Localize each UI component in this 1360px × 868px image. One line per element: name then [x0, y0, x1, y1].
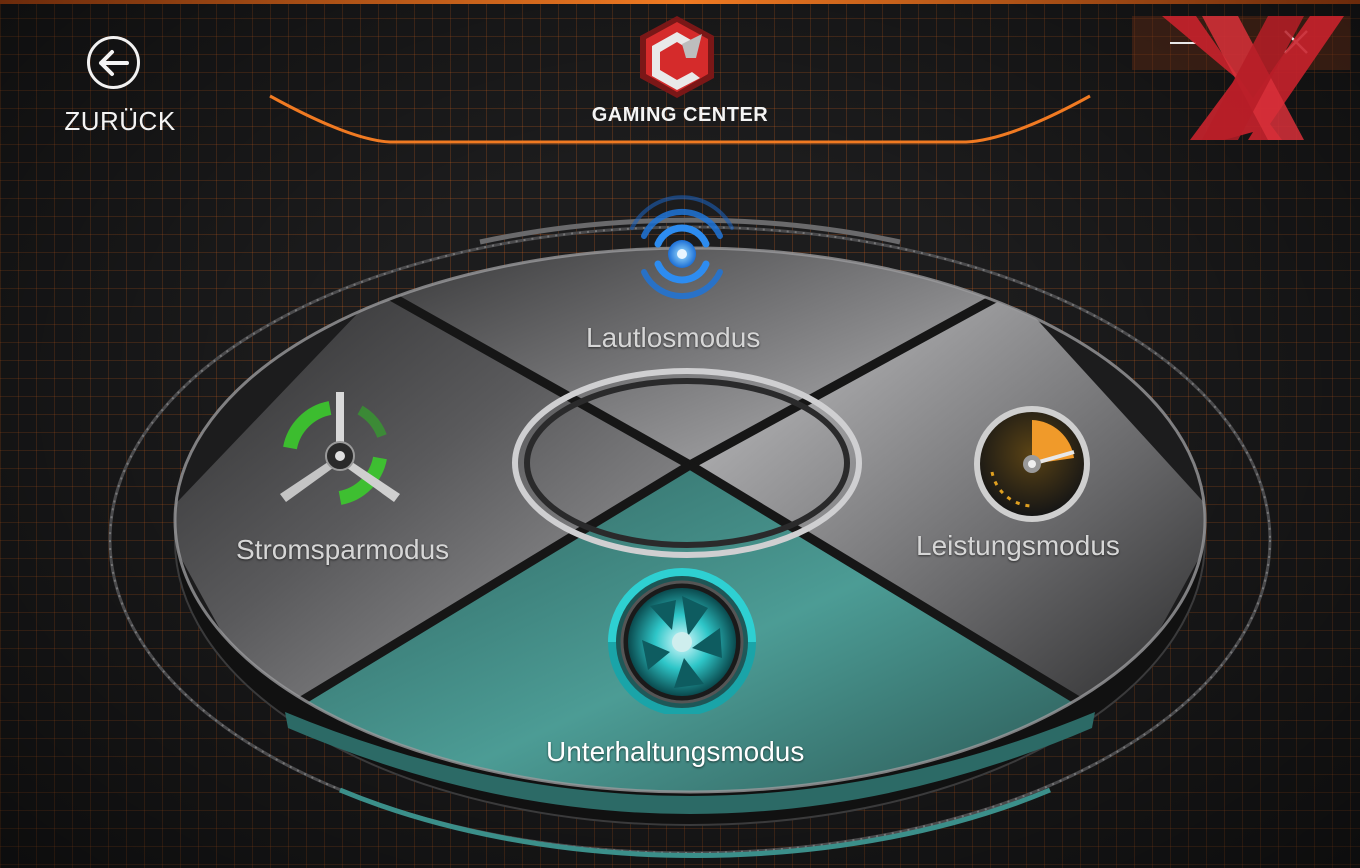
minimize-icon	[1170, 42, 1196, 44]
performance-mode-label: Leistungsmodus	[916, 530, 1120, 561]
header: GAMING CENTER	[260, 0, 1100, 150]
aperture-icon	[608, 568, 756, 714]
fan-icon	[280, 392, 400, 505]
brand-title: GAMING CENTER	[591, 104, 769, 126]
sound-waves-icon	[630, 195, 734, 300]
back-button[interactable]: ZURÜCK	[58, 30, 184, 140]
performance-mode-button[interactable]: Leistungsmodus	[906, 398, 1156, 570]
entertainment-mode-button[interactable]: Unterhaltungsmodus	[530, 566, 840, 778]
header-arc	[269, 94, 1091, 144]
entertainment-mode-label: Unterhaltungsmodus	[546, 736, 805, 767]
silent-mode-label: Lautlosmodus	[586, 322, 761, 353]
back-label: ZURÜCK	[64, 106, 176, 136]
power-saving-mode-label: Stromsparmodus	[236, 534, 450, 565]
minimize-button[interactable]	[1162, 22, 1206, 62]
speedometer-icon	[974, 406, 1090, 522]
power-saving-mode-button[interactable]: Stromsparmodus	[230, 388, 480, 570]
watermark-logo	[1162, 16, 1344, 140]
arrow-left-icon	[87, 36, 140, 89]
silent-mode-button[interactable]: Lautlosmodus	[560, 190, 800, 360]
top-accent-line	[0, 0, 1360, 4]
gaming-center-logo	[640, 16, 714, 98]
